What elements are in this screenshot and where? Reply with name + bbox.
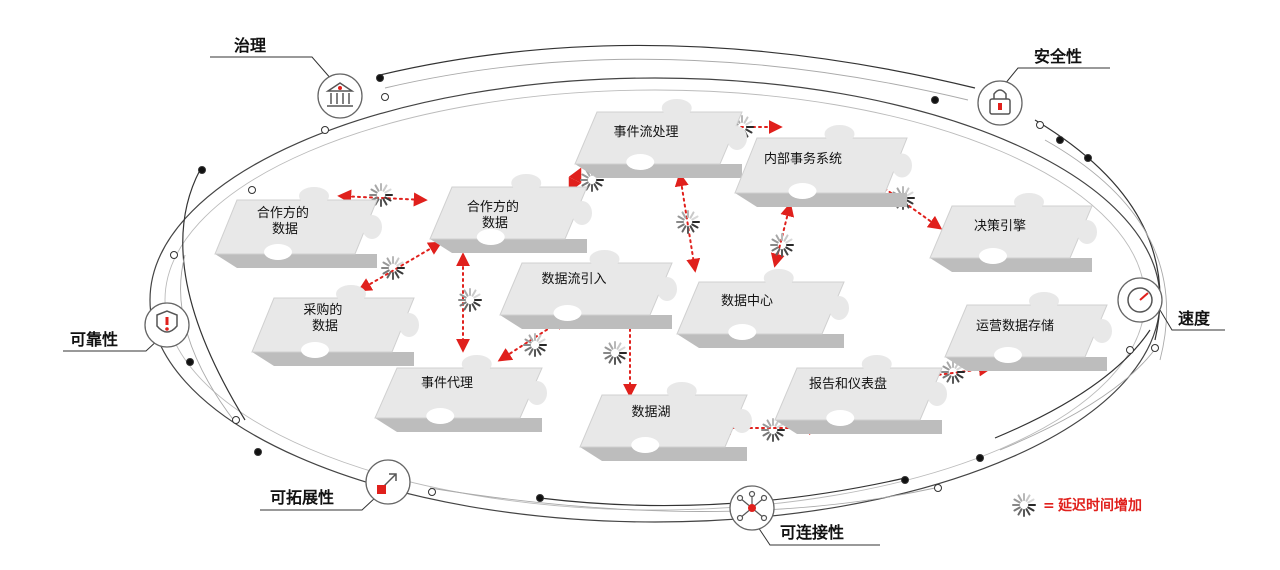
label-line: 事件代理 [421, 376, 473, 391]
ring-dot [232, 416, 240, 424]
connectivity-label: 可连接性 [780, 523, 844, 542]
callout-security: 安全性 [977, 47, 1110, 126]
ring-dot [248, 186, 256, 194]
puzzle-piece-internal-systems [734, 125, 912, 207]
ring-dot [186, 358, 194, 366]
puzzle-piece-data-stream-ingest [499, 250, 677, 329]
puzzle-piece-operational-data-store [944, 292, 1112, 371]
ring-dot [376, 74, 384, 82]
ring-dot [934, 484, 942, 492]
ring-dot [1056, 136, 1064, 144]
ring-dot [1084, 154, 1092, 162]
label-line: 运营数据存储 [976, 319, 1054, 334]
callout-governance: 治理 [210, 36, 363, 119]
ring-dot [428, 488, 436, 496]
reliability-label: 可靠性 [70, 330, 118, 349]
ring-dot [931, 96, 939, 104]
ring-dots [170, 74, 1159, 502]
ring-dot [976, 454, 984, 462]
puzzle-piece-partner-data-2 [429, 174, 592, 253]
legend-label: 延迟时间增加 [1057, 497, 1142, 514]
piece-data-stream-ingest: 数据流引入 [541, 272, 606, 287]
piece-internal-systems: 内部事务系统 [764, 151, 842, 167]
label-line: 决策引擎 [974, 218, 1026, 234]
spinner-icon [458, 288, 482, 312]
piece-event-stream-processing: 事件流处理 [613, 125, 678, 140]
ring-dot [536, 494, 544, 502]
spinner-icon [1012, 493, 1036, 517]
ring-dot [198, 166, 206, 174]
spinner-icon [1012, 493, 1036, 517]
puzzle-piece-data-lake [579, 382, 752, 461]
piece-data-center: 数据中心 [721, 294, 773, 309]
spinner-icon [603, 341, 627, 365]
ring-dot [381, 93, 389, 101]
puzzle-piece-reports-dashboards [774, 355, 947, 434]
speed-label: 速度 [1178, 309, 1211, 328]
spinner-icon [941, 360, 965, 384]
ring-dot [1036, 121, 1044, 129]
piece-partner-data-2: 合作方的 数据 [467, 199, 523, 231]
piece-event-broker: 事件代理 [421, 376, 473, 391]
lock-icon-glyph [989, 89, 1011, 115]
spinner-icon [770, 233, 794, 257]
label-line: 报告和仪表盘 [809, 376, 887, 392]
puzzle-piece-event-stream-processing [574, 99, 747, 178]
puzzle-pieces [214, 99, 1112, 461]
speedometer-icon-glyph [1127, 287, 1153, 313]
bank-icon-glyph [325, 82, 355, 107]
spinner-icon [369, 183, 393, 207]
piece-reports-dashboards: 报告和仪表盘 [809, 376, 887, 392]
ring-dot [321, 126, 329, 134]
puzzle-piece-partner-data-1 [214, 187, 382, 268]
callout-connectivity: 可连接性 [729, 485, 880, 546]
label-line: 采购的 [303, 302, 342, 318]
label-line: 数据中心 [721, 294, 773, 309]
ring-dot [1126, 346, 1134, 354]
label-line: 合作方的 [257, 205, 309, 221]
callout-speed: 速度 [1117, 277, 1225, 331]
label-line: 数据流引入 [541, 272, 606, 287]
label-line: 事件流处理 [613, 125, 678, 140]
ring-dot [901, 476, 909, 484]
piece-decision-engine: 决策引擎 [974, 218, 1026, 234]
callout-reliability: 可靠性 [63, 302, 190, 352]
label-line: 内部事务系统 [764, 151, 842, 167]
ring-dot [254, 448, 262, 456]
puzzle-piece-event-broker [374, 355, 547, 432]
puzzle-piece-procurement-data [251, 285, 419, 366]
spinner-icon [761, 418, 785, 442]
piece-operational-data-store: 运营数据存储 [976, 319, 1054, 334]
puzzle-piece-data-center [676, 269, 849, 348]
bank-icon [317, 73, 363, 119]
latency-link [337, 189, 428, 207]
piece-labels: 合作方的 数据 合作方的 数据 采购的 数据 事件代理 数据流引入 事件流处理 … [257, 125, 1054, 420]
latency-link [568, 167, 582, 193]
label-line: 数据 [312, 319, 338, 334]
spinner-icon [523, 333, 547, 357]
governance-label: 治理 [234, 36, 266, 55]
security-label: 安全性 [1034, 47, 1082, 66]
scalability-label: 可拓展性 [270, 488, 334, 507]
puzzle-piece-decision-engine [929, 193, 1097, 272]
spinner-icon [676, 210, 700, 234]
spinner-icon [381, 256, 405, 280]
legend-equals: = [1043, 498, 1055, 514]
legend: = 延迟时间增加 [1012, 493, 1142, 517]
label-line: 合作方的 [467, 199, 519, 215]
piece-partner-data-1: 合作方的 数据 [257, 205, 313, 237]
piece-data-lake: 数据湖 [631, 405, 670, 420]
label-line: 数据 [272, 222, 298, 237]
label-line: 数据 [482, 216, 508, 231]
latency-link [674, 172, 701, 273]
piece-procurement-data: 采购的 数据 [303, 302, 346, 334]
callout-scalability: 可拓展性 [260, 459, 411, 511]
ring-dot [1151, 344, 1159, 352]
latency-link [357, 241, 443, 292]
ring-dot [170, 251, 178, 259]
label-line: 数据湖 [631, 405, 670, 420]
